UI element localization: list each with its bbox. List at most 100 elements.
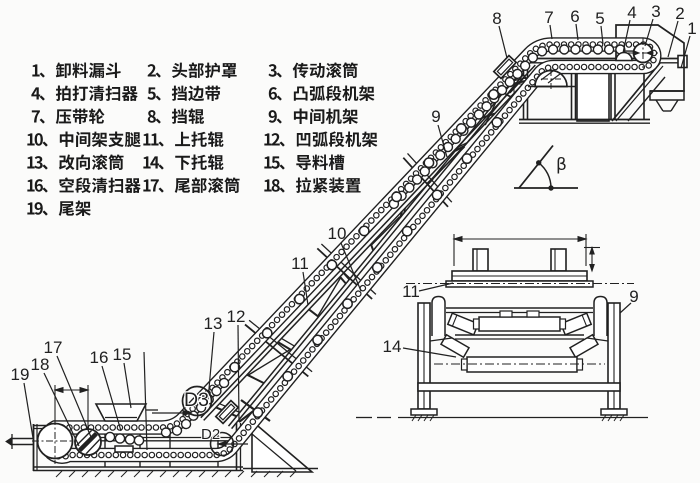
legend-item-6 bbox=[268, 85, 375, 102]
legend-item-14-part bbox=[175, 155, 190, 170]
callout-7: 7 bbox=[544, 8, 553, 27]
legend-item-9 bbox=[268, 108, 358, 124]
head-section-part bbox=[611, 62, 661, 122]
pulley-label-d3: D3 bbox=[184, 389, 209, 411]
legend-item-3-part bbox=[342, 62, 358, 78]
cross-section-view-part bbox=[577, 235, 588, 243]
legend-item-11-part bbox=[143, 133, 151, 146]
angle-symbol-part bbox=[538, 162, 552, 189]
legend-item-12 bbox=[264, 131, 378, 148]
legend-item-18-part bbox=[295, 177, 312, 193]
callout-17: 17 bbox=[44, 338, 63, 357]
incline-truss-part bbox=[317, 277, 342, 317]
legend-item-16-part bbox=[108, 177, 124, 193]
legend-item-12-part bbox=[328, 131, 345, 148]
callout-11: 11 bbox=[402, 282, 420, 301]
incline-truss-part bbox=[482, 112, 496, 119]
legend-item-15-part bbox=[296, 155, 311, 170]
parts-legend bbox=[27, 62, 378, 216]
legend-item-16-part bbox=[91, 177, 108, 193]
pulleys-devices bbox=[32, 38, 658, 464]
legend-item-6-part bbox=[325, 85, 342, 102]
idler-rollers-part bbox=[312, 334, 324, 346]
legend-item-15 bbox=[264, 154, 345, 171]
legend-item-18 bbox=[264, 177, 361, 194]
legend-item-4 bbox=[31, 85, 138, 101]
callout-16: 16 bbox=[90, 348, 109, 367]
legend-item-18-part bbox=[345, 178, 361, 193]
cross-section-view-part bbox=[619, 414, 625, 422]
legend-item-4-part bbox=[105, 85, 121, 101]
callout-1: 1 bbox=[687, 19, 696, 38]
pulleys-devices-part bbox=[181, 385, 213, 417]
pulleys-devices-part-part bbox=[496, 58, 514, 76]
incline-truss-part bbox=[247, 348, 291, 376]
cross-section-view-part bbox=[411, 414, 417, 422]
legend-item-10-part bbox=[91, 131, 108, 147]
callout-8: 8 bbox=[492, 9, 501, 28]
legend-item-12-part bbox=[345, 131, 362, 147]
legend-item-9-part bbox=[310, 108, 325, 124]
incline-truss-part bbox=[403, 207, 407, 214]
leader-lines-part bbox=[600, 25, 604, 45]
legend-item-14-part bbox=[143, 156, 151, 169]
pulleys-devices-part bbox=[182, 409, 193, 417]
leader-lines-part bbox=[123, 362, 132, 409]
legend-item-5-part bbox=[205, 85, 221, 101]
cross-section-view-part bbox=[410, 408, 438, 416]
leader-lines-part bbox=[23, 382, 34, 439]
incline-truss-part bbox=[246, 373, 265, 384]
legend-item-1-part bbox=[72, 62, 89, 78]
tail-section-part bbox=[107, 470, 115, 478]
legend-item-12-part bbox=[296, 132, 311, 147]
legend-item-18-part bbox=[279, 187, 285, 193]
angle-symbol-part bbox=[536, 160, 542, 166]
pulleys-devices-part bbox=[114, 445, 134, 453]
cross-section-view-part bbox=[550, 248, 567, 272]
legend-item-3-part bbox=[309, 62, 325, 78]
callout-5: 5 bbox=[595, 9, 604, 28]
legend-item-6-part bbox=[293, 86, 308, 101]
legend-item-13-part bbox=[27, 156, 35, 169]
incline-truss-part bbox=[458, 142, 468, 148]
head-section-part bbox=[615, 65, 664, 122]
legend-item-16 bbox=[27, 177, 141, 194]
legend-item-15-part bbox=[271, 156, 280, 169]
legend-item-11 bbox=[143, 131, 224, 147]
incline-truss-part bbox=[369, 243, 375, 251]
legend-item-12-part bbox=[271, 133, 280, 146]
legend-item-16-part bbox=[27, 179, 35, 192]
callout-15: 15 bbox=[113, 345, 132, 364]
tail-dimension-part bbox=[79, 386, 90, 394]
cross-section-view-part bbox=[472, 318, 480, 330]
cross-section-view-part bbox=[472, 248, 489, 272]
tail-section-part bbox=[237, 470, 245, 478]
tail-section-part bbox=[81, 470, 89, 478]
angle-symbol-part bbox=[548, 185, 554, 191]
cross-section-view-part bbox=[478, 316, 561, 332]
legend-item-14-part bbox=[158, 164, 164, 170]
callout-19: 19 bbox=[11, 365, 30, 384]
cross-section-view-part bbox=[431, 295, 446, 336]
legend-item-15-part bbox=[312, 154, 328, 170]
legend-item-4-part bbox=[88, 85, 105, 101]
legend-item-8-part bbox=[188, 108, 205, 124]
tail-section-part bbox=[55, 470, 63, 478]
legend-item-7 bbox=[31, 108, 105, 125]
leader-lines-part bbox=[622, 19, 631, 54]
head-section-part bbox=[670, 99, 679, 112]
cross-section-view-part-part bbox=[439, 333, 471, 359]
leader-lines-part bbox=[101, 365, 122, 432]
cross-section-view-part bbox=[568, 333, 600, 359]
pulleys-devices-part bbox=[615, 51, 633, 62]
legend-item-14 bbox=[143, 154, 224, 170]
cross-section-view-part bbox=[559, 318, 567, 330]
legend-item-4-part bbox=[31, 87, 41, 100]
tail-dimension-part bbox=[53, 386, 64, 394]
cross-section-view-part bbox=[589, 264, 595, 273]
leader-lines-part bbox=[437, 124, 448, 158]
callout-11: 11 bbox=[291, 254, 309, 273]
idler-rollers-part bbox=[491, 116, 503, 128]
